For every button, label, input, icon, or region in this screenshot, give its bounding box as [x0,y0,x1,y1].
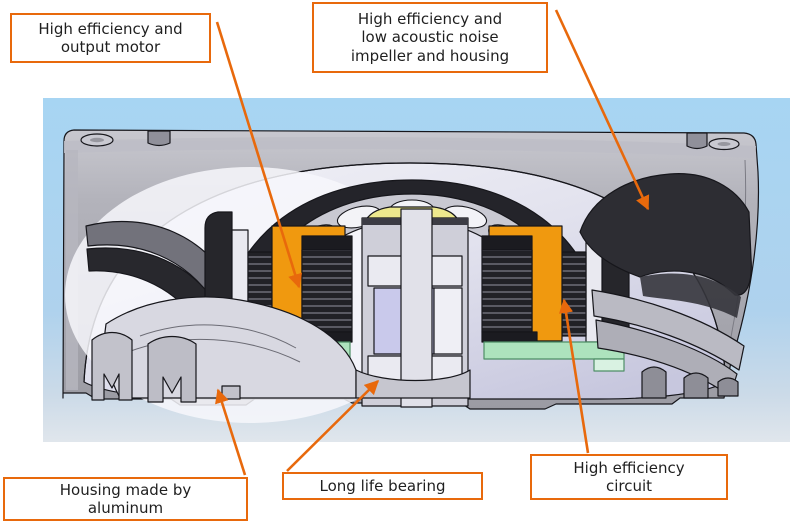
mounting-holes [80,130,740,151]
callout-circuit: High efficiency circuit [530,454,728,500]
housing-base [91,289,745,403]
bearing-assembly [361,208,469,408]
housing-foot-left [91,331,133,401]
callout-impeller: High efficiency and low acoustic noise i… [312,2,548,73]
callout-bearing-text: Long life bearing [319,476,446,495]
callout-motor: High efficiency and output motor [10,13,211,63]
callout-housing-text: Housing made by [59,480,192,499]
shaft [400,208,433,408]
callout-impeller-text: High efficiency and [357,10,503,29]
stator-laminations-right [481,249,533,333]
callout-bearing: Long life bearing [282,472,483,500]
callout-motor-text: High efficiency and [38,19,183,38]
callout-circuit-text: High efficiency [573,458,685,477]
stator-laminations-left [301,249,353,333]
callout-housing: Housing made by aluminum [3,477,248,521]
